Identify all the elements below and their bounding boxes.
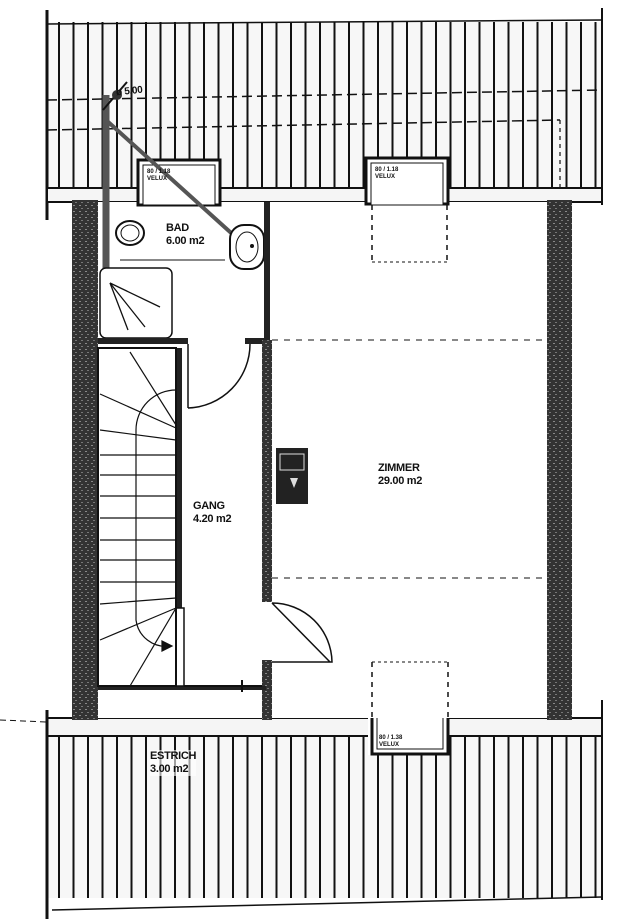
toilet-icon — [115, 220, 145, 246]
room-label-bad: BAD 6.00 m2 — [166, 222, 205, 248]
chimney-annotation: ø 5.00 — [115, 84, 143, 100]
chimney-block — [276, 448, 308, 504]
velux-window-1-outline — [136, 158, 222, 207]
room-area-estrich: 3.00 m2 — [150, 763, 189, 775]
velux-label-1: 80 / 1.18 VELUX — [147, 169, 170, 183]
velux-window-3-outline — [368, 660, 450, 756]
room-name-bad: BAD — [166, 222, 189, 234]
roof-top — [45, 8, 603, 220]
room-area-zimmer: 29.00 m2 — [378, 475, 423, 487]
room-area-bad: 6.00 m2 — [166, 235, 205, 247]
roof-bottom — [0, 700, 603, 919]
velux-size-1: 80 / 1.18 — [147, 169, 171, 175]
door-zimmer — [271, 602, 333, 663]
velux-type-3: VELUX — [379, 742, 400, 748]
room-label-gang: GANG 4.20 m2 — [193, 500, 232, 526]
velux-size-3: 80 / 1.38 — [379, 735, 403, 741]
door-bathroom — [187, 343, 251, 409]
shower-icon — [99, 267, 173, 339]
doors — [187, 343, 333, 663]
right-exterior-wall — [547, 200, 572, 720]
velux-size-2: 80 / 1.18 — [375, 167, 399, 173]
room-name-estrich: ESTRICH — [150, 750, 197, 762]
velux-window-2-outline — [364, 156, 450, 263]
room-area-gang: 4.20 m2 — [193, 513, 232, 525]
velux-label-2: 80 / 1.18 VELUX — [375, 167, 398, 181]
chimney-height-text: ø 5.00 — [115, 84, 144, 99]
room-label-estrich: ESTRICH 3.00 m2 — [150, 750, 196, 776]
interior-walls — [98, 202, 547, 720]
velux-type-2: VELUX — [375, 174, 396, 180]
bathroom-fixtures — [99, 220, 265, 339]
staircase — [97, 347, 262, 692]
room-name-zimmer: ZIMMER — [378, 462, 420, 474]
vent-pipe — [102, 81, 252, 290]
room-label-zimmer: ZIMMER 29.00 m2 — [378, 462, 422, 488]
velux-type-1: VELUX — [147, 176, 168, 182]
left-exterior-wall — [72, 200, 98, 720]
velux-label-3: 80 / 1.38 VELUX — [379, 735, 402, 749]
room-name-gang: GANG — [193, 500, 225, 512]
